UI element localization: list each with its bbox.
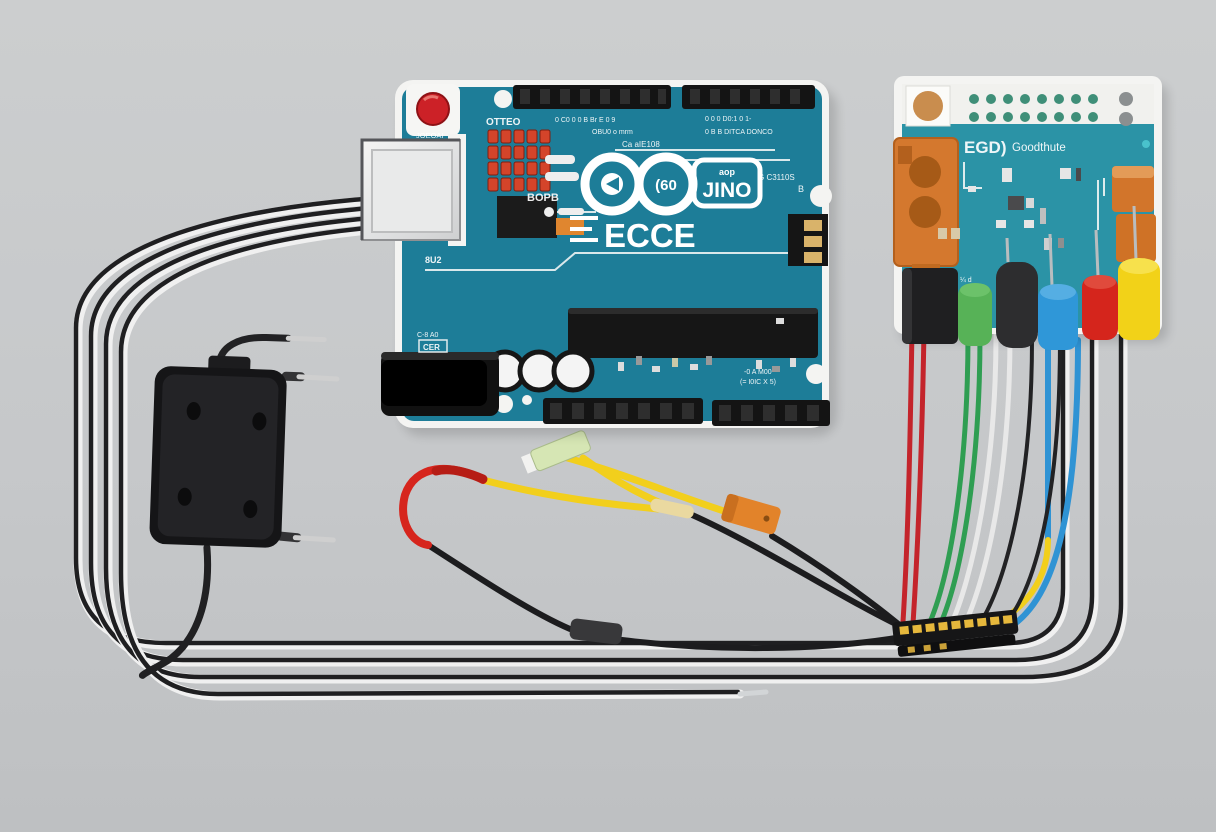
adapter-pin-1 <box>285 335 327 343</box>
usb-connector <box>360 134 466 246</box>
tan-pad <box>913 91 943 121</box>
red-wire-a <box>900 327 915 625</box>
svg-text:0 0 0 D0:1 0 1-: 0 0 0 D0:1 0 1- <box>705 116 752 123</box>
green-wire-a <box>927 332 971 625</box>
reset-button <box>406 84 460 136</box>
green-wire-b <box>937 332 983 628</box>
cap-green <box>958 284 992 346</box>
svg-text:¼ d: ¼ d <box>960 277 972 284</box>
svg-text:0 C0 0 0 B Br E 0 9: 0 C0 0 0 B Br E 0 9 <box>555 117 615 124</box>
cap-blue <box>1038 286 1078 350</box>
icsp-header <box>788 214 828 266</box>
svg-text:(= I0IC X 5): (= I0IC X 5) <box>740 379 776 386</box>
module-header-strip <box>902 84 1154 127</box>
white-wire-b <box>959 332 1013 633</box>
connector-caps <box>902 258 1160 350</box>
white-wire-a <box>947 332 999 630</box>
top-pin-headers <box>513 85 815 109</box>
black-diagonal-wire-a <box>687 511 903 629</box>
arduino-board-group: (60 aop JINO ECCE <box>360 80 837 436</box>
cap-black-large <box>902 268 958 344</box>
orange-smd <box>556 218 584 235</box>
svg-text:OTTEO: OTTEO <box>486 117 521 128</box>
svg-text:8U2: 8U2 <box>425 255 442 265</box>
bottom-pin-headers <box>543 398 830 426</box>
smd-cluster <box>618 318 796 372</box>
green-connector <box>521 430 591 474</box>
svg-text:C-8 A0: C-8 A0 <box>417 332 439 339</box>
module-silkscreen: EGD) Goodthute ¼ d <box>960 138 1105 284</box>
logo-inner-text: (60 <box>655 177 677 194</box>
cap-black-round <box>996 262 1038 348</box>
orange-terminal-block <box>893 137 959 282</box>
usb-wire-bundle <box>73 192 1128 701</box>
adapter-pin-3 <box>292 535 336 543</box>
svg-text:BOPB: BOPB <box>527 192 559 204</box>
svg-text:B: B <box>798 184 804 194</box>
barrel-jack <box>381 352 499 416</box>
jumper-harness <box>399 430 911 652</box>
module-title: Goodthute <box>1012 142 1066 154</box>
header-pin-dots <box>969 94 1098 122</box>
yellow-wire-long <box>479 476 662 513</box>
uno-label-box: aop JINO <box>691 157 763 209</box>
brand-word: ECCE <box>570 216 696 254</box>
cap-red <box>1082 276 1118 340</box>
wire-pin-tip <box>737 689 769 697</box>
capacitors <box>483 349 595 393</box>
pin-connector-strip <box>892 609 1019 657</box>
resistor-array <box>487 129 551 192</box>
arduino-silkscreen: OTTEO JOEOAI 0 C0 0 0 B Br E 0 9 OBU0 o … <box>416 116 804 386</box>
svg-text:Ca aIE108: Ca aIE108 <box>622 140 660 149</box>
pale-sleeve <box>650 498 694 519</box>
black-power-adapter <box>138 334 340 679</box>
uno-text: JINO <box>702 179 751 202</box>
svg-text:-0 A M00: -0 A M00 <box>744 369 772 376</box>
svg-text:JOEOAI: JOEOAI <box>416 131 444 140</box>
main-ic-chip <box>568 308 818 358</box>
orange-connector <box>721 493 781 535</box>
smd-ic <box>497 196 557 238</box>
module-smd-parts <box>938 168 1081 250</box>
black-diagonal-wire-b <box>769 533 911 635</box>
svg-text:OBU0 o mrm: OBU0 o mrm <box>592 129 633 136</box>
adapter-cable <box>138 544 212 679</box>
red-wire-b <box>910 327 927 627</box>
cap-pins <box>1005 205 1138 287</box>
svg-text:0 B B DITCA DONCO: 0 B B DITCA DONCO <box>705 129 773 136</box>
sensor-module-group: EGD) Goodthute ¼ d <box>893 76 1168 350</box>
splice-connector <box>569 618 623 645</box>
svg-text:ECCE: ECCE <box>604 217 696 254</box>
adapter-pin-2 <box>296 374 340 382</box>
cap-yellow <box>1118 260 1160 340</box>
module-brand: EGD) <box>964 138 1007 157</box>
uno-top-text: aop <box>719 167 736 177</box>
svg-text:G C3110S: G C3110S <box>758 173 795 182</box>
svg-text:CER: CER <box>423 343 440 352</box>
